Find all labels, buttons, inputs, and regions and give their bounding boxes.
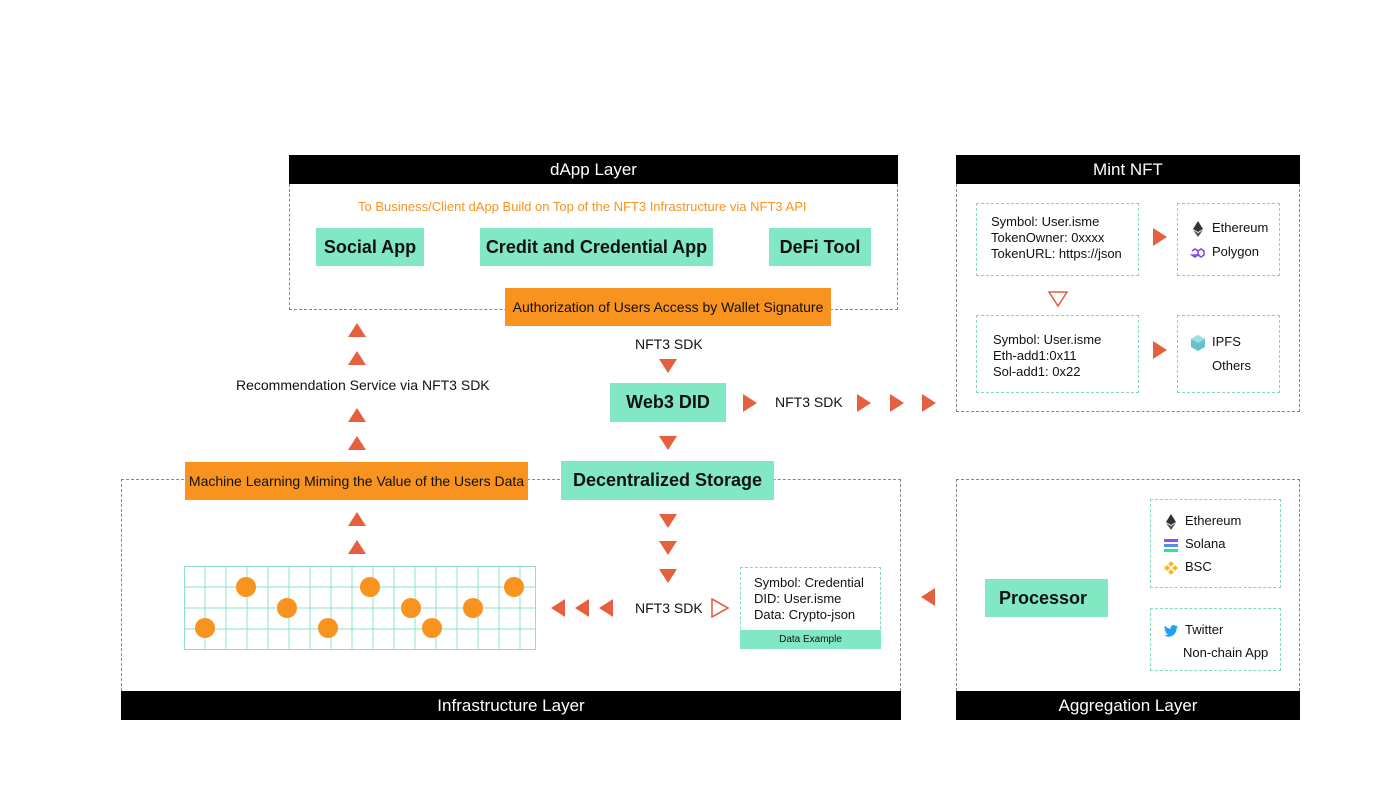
arrow-down-outline-mint — [1048, 291, 1068, 307]
chain-name: Solana — [1185, 536, 1226, 551]
twitter-icon — [1164, 624, 1178, 637]
data-example-line: DID: User.isme — [754, 591, 842, 606]
chain-item: Solana — [1163, 532, 1280, 555]
polygon-icon — [1190, 247, 1205, 258]
arrow-right-3 — [922, 394, 936, 412]
chain-name: IPFS — [1212, 334, 1241, 349]
processor-box: Processor — [985, 579, 1108, 617]
chain-item: BSC — [1163, 555, 1280, 578]
arrow-up-6 — [348, 540, 366, 554]
mint-metadata-box-2: Symbol: User.isme Eth-add1:0x11 Sol-add1… — [976, 315, 1139, 393]
chain-item: Ethereum — [1190, 216, 1279, 240]
solana-icon — [1164, 538, 1178, 552]
metadata-line: Symbol: User.isme — [991, 214, 1100, 229]
arrow-up-1 — [348, 323, 366, 337]
arrow-right-mint-2 — [1153, 341, 1167, 359]
mint-chains-box-2: IPFS Others — [1177, 315, 1280, 393]
ethereum-icon — [1166, 513, 1176, 530]
nft3-sdk-label-top: NFT3 SDK — [635, 336, 703, 352]
arrow-left-3 — [599, 599, 613, 617]
chain-name: Ethereum — [1185, 513, 1242, 528]
chain-item: IPFS — [1190, 330, 1279, 354]
arrow-up-2 — [348, 351, 366, 365]
aggregation-apps-box: Twitter Non-chain App — [1150, 608, 1281, 671]
aggregation-layer-footer: Aggregation Layer — [956, 691, 1300, 720]
metadata-line: TokenOwner: 0xxxx — [991, 230, 1105, 245]
aggregation-chains-box: Ethereum Solana BSC — [1150, 499, 1281, 588]
arrow-up-3 — [348, 408, 366, 422]
machine-learning-box: Machine Learning Miming the Value of the… — [185, 462, 528, 500]
arrow-left-aggregation — [921, 588, 935, 606]
chain-item: Polygon — [1190, 240, 1279, 264]
app-item: Twitter — [1163, 618, 1280, 641]
mint-chains-box-1: Ethereum Polygon — [1177, 203, 1280, 276]
metadata-line: Symbol: User.isme — [993, 332, 1102, 347]
decentralized-storage-box: Decentralized Storage — [561, 461, 774, 500]
arrow-up-4 — [348, 436, 366, 450]
data-example-line: Symbol: Credential — [754, 575, 864, 590]
ipfs-icon — [1191, 334, 1205, 351]
arrow-down-5 — [659, 569, 677, 583]
metadata-line: Eth-add1:0x11 — [993, 348, 1077, 363]
mint-nft-frame — [956, 184, 1300, 412]
defi-tool-box: DeFi Tool — [769, 228, 871, 266]
arrow-right-mint-1 — [1153, 228, 1167, 246]
arrow-left-1 — [551, 599, 565, 617]
chain-item: Others — [1190, 354, 1279, 378]
arrow-left-2 — [575, 599, 589, 617]
authorization-box: Authorization of Users Access by Wallet … — [505, 288, 831, 326]
social-app-box: Social App — [316, 228, 424, 266]
dapp-layer-header: dApp Layer — [289, 155, 898, 184]
nft3-sdk-label-infra: NFT3 SDK — [635, 600, 703, 616]
arrow-up-5 — [348, 512, 366, 526]
arrow-right-outline-infra — [711, 598, 729, 618]
nft3-sdk-label-right: NFT3 SDK — [775, 394, 843, 410]
data-example-caption: Data Example — [740, 630, 881, 649]
arrow-right-did — [743, 394, 757, 412]
arrow-down-4 — [659, 541, 677, 555]
data-example-box: Symbol: Credential DID: User.isme Data: … — [740, 567, 881, 649]
app-item: Non-chain App — [1163, 641, 1280, 664]
arrow-down-2 — [659, 436, 677, 450]
dapp-layer-subtitle: To Business/Client dApp Build on Top of … — [358, 199, 807, 214]
arrow-right-1 — [857, 394, 871, 412]
metadata-line: TokenURL: https://json — [991, 246, 1122, 261]
bsc-icon — [1164, 560, 1178, 575]
chain-name: Ethereum — [1212, 220, 1269, 235]
app-name: Twitter — [1185, 622, 1224, 637]
aggregation-frame — [956, 479, 1300, 691]
recommendation-label: Recommendation Service via NFT3 SDK — [236, 377, 490, 393]
ethereum-icon — [1193, 220, 1203, 237]
chain-name: Polygon — [1212, 244, 1259, 259]
app-name: Non-chain App — [1183, 645, 1269, 660]
metadata-line: Sol-add1: 0x22 — [993, 364, 1081, 379]
chain-item: Ethereum — [1163, 509, 1280, 532]
credit-credential-app-box: Credit and Credential App — [480, 228, 713, 266]
data-example-line: Data: Crypto-json — [754, 607, 856, 622]
chain-name: Others — [1212, 358, 1252, 373]
infrastructure-layer-footer: Infrastructure Layer — [121, 691, 901, 720]
mint-metadata-box-1: Symbol: User.isme TokenOwner: 0xxxx Toke… — [976, 203, 1139, 276]
web3-did-box: Web3 DID — [610, 383, 726, 422]
arrow-right-2 — [890, 394, 904, 412]
chain-name: BSC — [1185, 559, 1212, 574]
mint-nft-header: Mint NFT — [956, 155, 1300, 184]
arrow-down-1 — [659, 359, 677, 373]
data-grid — [184, 566, 536, 650]
arrow-down-3 — [659, 514, 677, 528]
